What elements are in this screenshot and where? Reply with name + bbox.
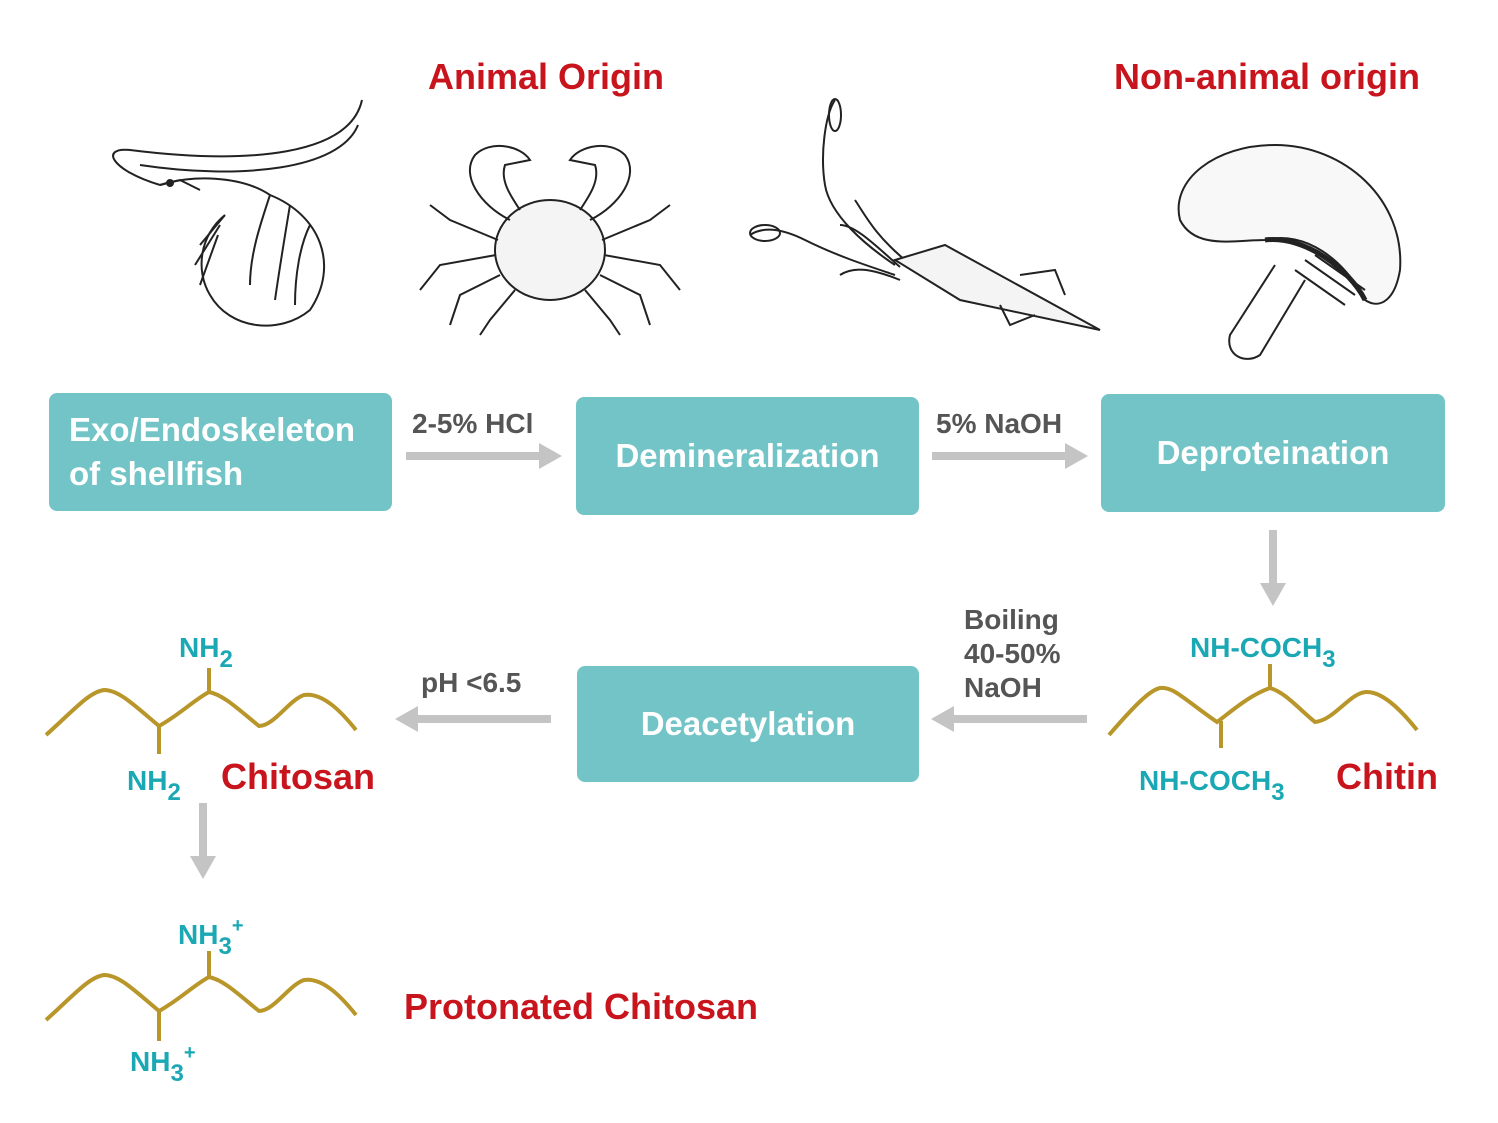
step-source-box: Exo/Endoskeleton of shellfish	[49, 393, 392, 511]
protonated-chitosan-chain	[44, 951, 358, 1041]
chitin-group-bottom: NH-COCH3	[1139, 765, 1285, 805]
chitosan-chain	[44, 668, 358, 754]
protonated-group-top-charge: +	[231, 915, 244, 937]
protonated-group-bottom-charge: +	[183, 1042, 196, 1064]
animal-origin-heading: Animal Origin	[428, 56, 665, 97]
chitosan-group-top-sub: 2	[219, 646, 233, 673]
step-deacetylation-box: Deacetylation	[577, 666, 919, 782]
chitosan-group-bottom-main: NH	[127, 765, 168, 796]
chitin-label: Chitin	[1336, 756, 1438, 797]
arrow-left-boiling	[931, 706, 1087, 732]
step-demineralization-label: Demineralization	[615, 437, 880, 474]
step-deproteination-box: Deproteination	[1101, 394, 1445, 512]
chitin-group-bottom-sub: 3	[1271, 779, 1285, 806]
crab-icon	[419, 144, 681, 336]
non-animal-origin-heading: Non-animal origin	[1114, 56, 1420, 97]
chitin-group-top: NH-COCH3	[1190, 632, 1336, 672]
arrow-down-to-chitin	[1260, 530, 1286, 606]
chitin-group-bottom-main: NH-COCH	[1139, 765, 1272, 796]
condition-boiling-line2: 40-50%	[964, 638, 1061, 669]
arrow-right-hcl	[406, 443, 562, 469]
condition-boiling: Boiling 40-50% NaOH	[964, 603, 1061, 705]
mushroom-icon	[1177, 143, 1402, 360]
protonated-chitosan-label: Protonated Chitosan	[404, 986, 759, 1027]
step-demineralization-box: Demineralization	[576, 397, 919, 515]
shrimp-icon	[112, 99, 363, 327]
protonated-group-top-sub: 3	[218, 933, 232, 960]
squid-icon	[749, 98, 1101, 331]
arrow-down-to-protonated	[190, 803, 216, 879]
protonated-group-bottom: NH3+	[130, 1043, 196, 1086]
chitosan-group-bottom-sub: 2	[167, 779, 181, 806]
step-source-line1: Exo/Endoskeleton	[69, 411, 356, 448]
arrow-left-ph	[395, 706, 551, 732]
arrow-right-naoh	[932, 443, 1088, 469]
protonated-group-bottom-sub: 3	[170, 1060, 184, 1087]
step-deacetylation-label: Deacetylation	[640, 705, 856, 742]
condition-boiling-line3: NaOH	[964, 672, 1042, 703]
chitosan-group-bottom: NH2	[127, 765, 181, 805]
chitin-chain	[1107, 664, 1419, 748]
chitin-group-top-sub: 3	[1322, 646, 1336, 673]
protonated-group-top: NH3+	[178, 916, 244, 959]
protonated-group-top-main: NH	[178, 919, 219, 950]
chitosan-group-top-main: NH	[179, 632, 220, 663]
condition-hcl: 2-5% HCl	[412, 408, 534, 439]
chitosan-group-top: NH2	[179, 632, 233, 672]
protonated-group-bottom-main: NH	[130, 1046, 171, 1077]
chitin-group-top-main: NH-COCH	[1190, 632, 1323, 663]
chitosan-label: Chitosan	[221, 756, 376, 797]
condition-ph: pH <6.5	[421, 667, 522, 698]
step-deproteination-label: Deproteination	[1156, 434, 1390, 471]
condition-boiling-line1: Boiling	[964, 604, 1059, 635]
step-source-line2: of shellfish	[69, 455, 244, 492]
condition-naoh: 5% NaOH	[936, 408, 1063, 439]
